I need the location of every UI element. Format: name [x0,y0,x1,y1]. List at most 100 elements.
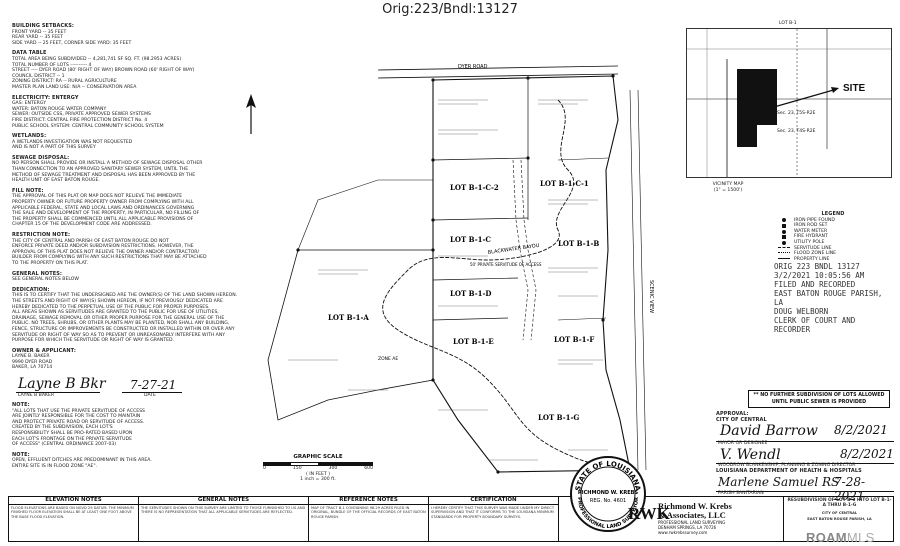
north-arrow-icon [246,94,256,134]
note-line: "ALL LOTS THAT USE THE PRIVATE SERVITUDE… [12,408,145,414]
note-line: PUBLIC. NO TREES, SHRUBS, OR OTHER PLANT… [12,321,230,327]
recording-stamp: ORIG 223 BNDL 13127 3/2/2021 10:05:56 AM… [774,262,894,334]
note-heading: DATA TABLE [12,50,47,57]
legend-item: IRON ROD SET [778,223,888,229]
document-title: Orig:223/Bndl:13127 [382,2,518,17]
note-line: MASTER PLAN LAND USE: N/A -- CONSERVATIO… [12,84,137,90]
plat-sheet: BUILDING SETBACKS:FRONT YARD -- 35 FEET R… [8,21,894,542]
surveyor-seal: STATE OF LOUISIANA PROFESSIONAL LAND SUR… [570,456,646,532]
note-line: ENTIRE SITE IS IN FLOOD ZONE "AE". [12,464,98,469]
vicinity-map-scale: (1" = 1500') [713,187,743,193]
note-heading: ELECTRICITY: ENTERGY [12,94,79,101]
vicinity-header: LOT B-1 [779,21,797,26]
note-line: AND IS NOT A PART OF THIS SURVEY [12,145,96,151]
note-line: PROPERTY OWNER OR FUTURE PROPERTY OWNER … [12,200,194,206]
note-heading: DEDICATION: [12,286,50,293]
legend-item: UTILITY POLE [778,240,888,246]
watermark-brand: ROAM [806,530,847,545]
general-notes-heading: GENERAL NOTES [139,497,308,505]
note-heading: GENERAL NOTES: [12,270,63,277]
road-label-right: SCENIC VIEW [648,280,654,313]
legend-label: IRON ROD SET [794,223,828,229]
notes-block: NOTE:OPEN, EFFLUENT DITCHES ARE PREDOMIN… [12,451,252,470]
warning-line-1: ** NO FURTHER SUBDIVISION OF LOTS ALLOWE… [753,393,885,398]
elevation-notes-cell: ELEVATION NOTES FLOOD ELEVATIONS ARE BAS… [9,497,139,541]
general-notes-cell: GENERAL NOTES THE SERVITUDES SHOWN ON TH… [139,497,309,541]
legend-title: LEGEND [821,211,845,217]
scale-tick: 0 [263,466,266,471]
lot-label: LOT B-1-C-2 [450,183,499,192]
note-line: APPLICABLE FEDERAL, STATE AND LOCAL LAWS… [12,205,195,211]
section-label-a: Sec. 23, T5S-R2E [777,111,816,116]
note-line: STREET ---- DYER ROAD (80' RIGHT OF WAY)… [12,68,195,74]
legend-label: FIRE HYDRANT [794,234,828,240]
note-line: ALL AREAS SHOWN AS SERVITUDES ARE GRANTE… [12,310,219,316]
certification-body: I HEREBY CERTIFY THAT THIS SURVEY WAS MA… [431,506,555,519]
note-line: BUILDER FROM COMPLYING WITH ANY SUCH RES… [12,255,207,261]
note-line: TOTAL AREA BEING SUBDIVIDED -- 4,281,741… [12,56,182,62]
note-line: SEE GENERAL NOTES BELOW [12,277,79,283]
warning-line-2: UNTIL PUBLIC SEWER IS PROVIDED [771,400,867,405]
reference-notes-body: MAP OF TRACT B-1 CONTAINING 98.29 ACRES … [311,506,426,519]
note-line: 9990 DYER ROAD [12,359,53,365]
scale-tick: 300 [328,466,338,471]
note-heading: BUILDING SETBACKS: [12,23,75,29]
note-line: PURPOSE FOR WHICH THE SERVITUDE OR RIGHT… [12,338,175,344]
notes-block: SEWAGE DISPOSAL:NO PERSON SHALL PROVIDE … [12,155,252,184]
subdivision-warning: ** NO FURTHER SUBDIVISION OF LOTS ALLOWE… [748,390,890,408]
note-heading: NOTE: [12,451,30,458]
legend-symbol-icon [782,240,786,245]
note-line: ARE JOINTLY RESPONSIBLE FOR THE COST TO … [12,414,141,420]
legend-label: WATER METER [794,228,828,234]
approval-city: CITY OF CENTRAL [716,416,767,423]
lot-label: LOT B-1-A [328,313,369,322]
legend-item: SERVITUDE LINE [778,246,888,252]
plat-drawing: DYER ROAD BLACKWATER BAYOU LOT B-1-C-1 L… [267,64,654,474]
legend-item: FLOOD ZONE LINE [778,251,888,257]
road-label-dyer: DYER ROAD [458,64,488,70]
legend-symbol-icon [778,258,790,261]
vicinity-map-drawing [687,29,891,177]
approval-heading: APPROVAL: [716,411,749,417]
note-line: FRONT YARD -- 35 FEET [12,29,67,35]
note-line: THIS IS TO CERTIFY THAT THE UNDERSIGNED … [12,293,238,299]
sanitarian-signature: Marlene Samuel RS [718,474,840,489]
firm-logo: RWK [628,504,670,523]
recording-line: EAST BATON ROUGE PARISH, LA [774,289,883,307]
notes-block: WETLANDS:A WETLANDS INVESTIGATION WAS NO… [12,133,252,151]
scale-title: GRAPHIC SCALE [293,454,343,460]
owner-signature-date: 7-27-21 [130,378,177,393]
reference-notes-cell: REFERENCE NOTES MAP OF TRACT B-1 CONTAIN… [309,497,429,541]
legend-item: FIRE HYDRANT [778,234,888,240]
seal-reg: REG. No. 4601 [590,498,626,504]
certification-heading: CERTIFICATION [429,497,558,505]
scale-tick: 150 [292,466,302,471]
roam-mls-watermark: ROAMMLS [806,530,875,545]
notes-block: NOTE:"ALL LOTS THAT USE THE PRIVATE SERV… [12,402,252,448]
note-line: RESPONSIBILITY SHALL BE PRO-RATED BASED … [12,431,133,437]
note-line: FENCE, STRUCTURE OR IMPROVEMENTS BE CONS… [12,326,235,332]
vicinity-title: VICINITY MAP (1" = 1500') [698,182,758,193]
approvals: APPROVAL: CITY OF CENTRAL David Barrow 8… [716,411,894,503]
vicinity-map: LOT B-1 SITE Sec. 23, T5S-R2E Sec. 23, T… [686,21,892,178]
note-line: FIRE DISTRICT: CENTRAL FIRE PROTECTION D… [12,117,148,123]
note-heading: WETLANDS: [12,133,47,140]
mayor-date: 8/2/2021 [834,423,888,438]
note-line: TOTAL NUMBER OF LOTS ---------- 4 [12,62,92,68]
section-label-b: Sec. 23, T4S-R2E [777,129,816,134]
legend-symbol-icon [778,252,790,255]
certification-cell: CERTIFICATION I HEREBY CERTIFY THAT THIS… [429,497,559,541]
title-block: ELEVATION NOTES FLOOD ELEVATIONS ARE BAS… [8,496,894,542]
recording-line: FILED AND RECORDED [774,280,856,289]
legend-label: SERVITUDE LINE [794,245,832,251]
site-label: SITE [843,83,866,94]
notes-column: BUILDING SETBACKS:FRONT YARD -- 35 FEET R… [12,23,252,475]
scale-unit: ( IN FEET ) [305,471,330,477]
legend-item: WATER METER [778,229,888,235]
subdivision-title: RESUBDIVISION OF LOT B-1 INTO LOT B-1-A … [787,498,892,509]
note-heading: RESTRICTION NOTE: [12,232,71,238]
note-heading: NOTE: [12,402,30,409]
notes-block: GENERAL NOTES:SEE GENERAL NOTES BELOW [12,270,252,283]
